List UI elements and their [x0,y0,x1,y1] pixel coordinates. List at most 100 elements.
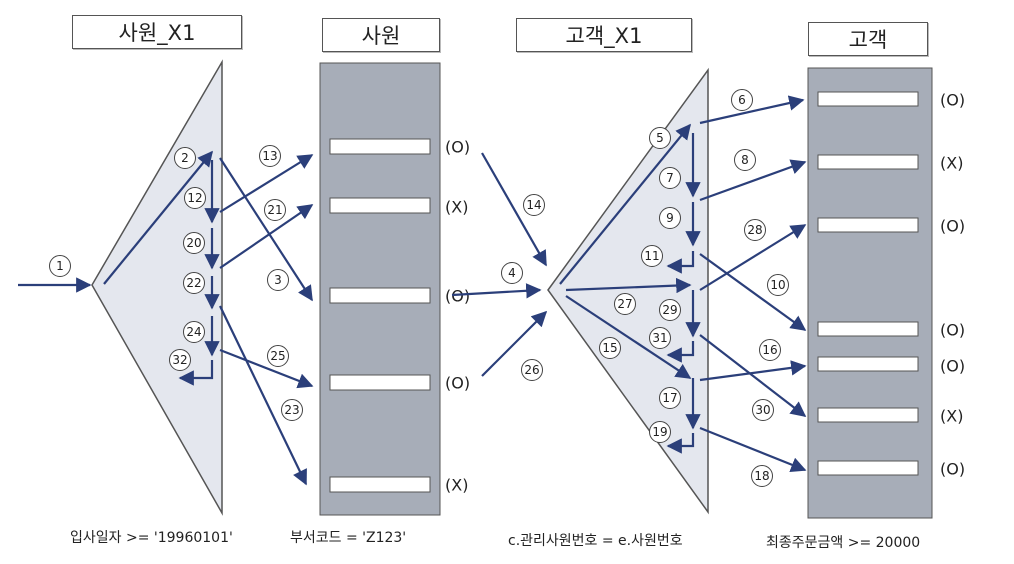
step-label: 11 [644,249,659,263]
step-circle [184,187,206,209]
step-label: 6 [738,93,746,107]
step-circle [649,421,671,443]
step-label: 3 [274,273,282,287]
flow-arrow [219,348,314,389]
step-number-30: 30 [752,399,774,421]
arrow-layer [18,95,807,486]
step-number-16: 16 [759,339,781,361]
step-label: 7 [666,171,674,185]
cust-row-mark: (O) [940,217,965,236]
step-label: 5 [656,131,664,145]
condition-order-amount: 최종주문금액 >= 20000 [766,535,921,551]
step-label: 8 [741,153,749,167]
step-number-22: 22 [183,272,205,294]
flow-arrow [451,283,542,299]
flow-arrow [699,224,807,291]
emp-row-slot [329,197,431,214]
step-circle [649,327,671,349]
step-label: 17 [662,391,677,405]
step-circle [751,465,773,487]
step-circle [734,149,756,171]
step-label: 20 [186,236,201,250]
step-number-7: 7 [659,167,681,189]
step-circle [281,399,303,421]
step-label: 14 [526,198,541,212]
emp-row-mark: (O) [445,138,470,157]
condition-hire-date: 입사일자 >= '19960101' [70,530,233,546]
step-number-15: 15 [599,337,621,359]
step-label: 16 [762,343,777,357]
emp-index-triangle [91,59,223,516]
step-circle [174,147,196,169]
return-arrow [666,341,695,363]
step-number-32: 32 [169,349,191,371]
cust-row-slot [817,407,919,423]
flow-arrow [565,277,692,294]
step-circle [169,349,191,371]
flow-arrow [481,310,548,377]
flow-arrow [699,334,807,417]
condition-join: c.관리사원번호 = e.사원번호 [508,533,683,549]
cust-row-mark: (O) [940,460,965,479]
cust-row-slot [817,91,919,107]
cust-row-mark: (X) [940,407,963,426]
step-circle [264,199,286,221]
step-number-24: 24 [183,321,205,343]
cust-row-mark: (X) [940,154,963,173]
emp-row-mark: (O) [445,374,470,393]
step-circle [521,359,543,381]
emp-table-title: 사원 [322,18,440,52]
emp-row-mark: (X) [445,476,468,495]
step-label: 32 [172,353,187,367]
flow-arrow [219,204,314,269]
flow-arrow [219,154,314,213]
step-label: 19 [652,425,667,439]
step-label: 12 [187,191,202,205]
step-label: 23 [284,403,299,417]
step-label: 13 [262,149,277,163]
emp-row-slot [329,287,431,304]
emp-index-title: 사원_X1 [72,15,242,49]
flow-arrow [699,360,807,382]
step-number-18: 18 [751,465,773,487]
step-circle [183,232,205,254]
step-label: 24 [186,325,201,339]
step-number-6: 6 [731,89,753,111]
flow-arrow [219,157,313,302]
step-number-13: 13 [259,145,281,167]
step-label: 1 [56,259,64,273]
return-arrow [666,251,695,274]
step-label: 22 [186,276,201,290]
cust-row-slot [817,356,919,372]
step-number-21: 21 [264,199,286,221]
step-number-26: 26 [521,359,543,381]
step-circle [649,127,671,149]
step-circle [259,145,281,167]
step-label: 30 [755,403,770,417]
step-number-25: 25 [267,345,289,367]
step-number-19: 19 [649,421,671,443]
step-circle [659,387,681,409]
flow-arrow [481,152,547,267]
cust-index-title: 고객_X1 [516,18,692,52]
step-number-9: 9 [659,207,681,229]
step-label: 21 [267,203,282,217]
step-circle [267,345,289,367]
step-circle [523,194,545,216]
step-number-29: 29 [659,299,681,321]
step-number-1: 1 [49,255,71,277]
step-circle [614,293,636,315]
cust-row-slot [817,154,919,170]
return-arrow [666,433,695,454]
step-circle [744,219,766,241]
step-circle [49,255,71,277]
cust-table-panel [807,67,933,519]
step-number-14: 14 [523,194,545,216]
condition-dept-code: 부서코드 = 'Z123' [290,530,407,546]
flow-arrow [219,305,307,486]
cust-row-mark: (O) [940,91,965,110]
flow-arrow [699,159,807,202]
